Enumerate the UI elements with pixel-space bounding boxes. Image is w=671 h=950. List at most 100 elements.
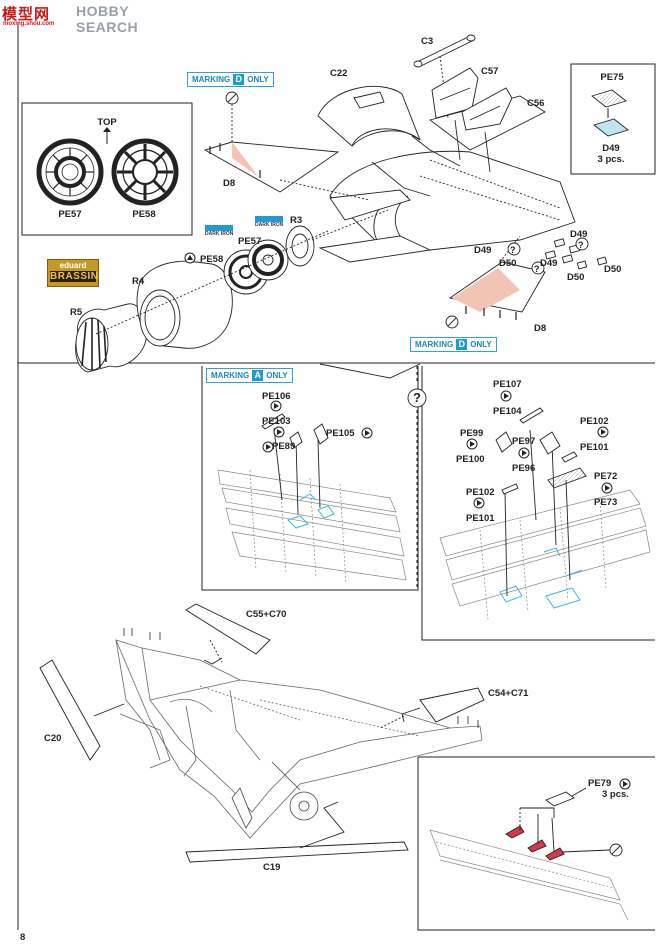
inset-top-frame: [21, 102, 193, 236]
marking-d-badge-bottom: MARKING D ONLY: [410, 337, 497, 352]
pe97-label: PE97: [512, 436, 536, 447]
r5-label: R5: [70, 307, 83, 318]
marking-badge-label: MARKING: [192, 75, 231, 84]
inset-pe75-frame: [570, 63, 656, 175]
d50-label: D50: [567, 272, 585, 283]
mid-left-pe-parts-art: [261, 413, 329, 449]
c57-label: C57: [481, 66, 499, 77]
c55-c70-part-art: [185, 603, 271, 665]
pe79-wing-art: [429, 829, 629, 921]
pe100-label: PE100: [456, 454, 485, 465]
mid-left-wingbay-art: [217, 427, 407, 585]
c22-part-art: [317, 86, 421, 147]
c54-c71-label: C54+C71: [488, 688, 529, 699]
d49-label: D49: [570, 229, 588, 240]
mid-right-wingbay-art: [439, 429, 651, 621]
marking-badge-letter: D: [456, 339, 468, 350]
paint-tag-dark-iron: DARK IRON: [205, 225, 234, 237]
marking-badge-label: MARKING: [415, 340, 454, 349]
marking-badge-suffix: ONLY: [266, 371, 288, 380]
brassin-brand: eduard: [59, 261, 87, 270]
marking-badge-suffix: ONLY: [470, 340, 492, 349]
marking-badge-label: MARKING: [211, 371, 250, 380]
c19-part-art: [185, 801, 409, 863]
pe58-label: PE58: [132, 209, 156, 220]
watermark-logo-sub: moxing.shou.com: [3, 21, 55, 27]
inset-mid-left-frame: [201, 366, 419, 591]
brassin-name: BRASSIN: [50, 271, 99, 282]
svg-text:?: ?: [510, 245, 516, 255]
aircraft-body-art: [115, 628, 483, 839]
d49-d50-parts-art: ? ? ?: [507, 237, 608, 275]
pe102-label: PE102: [466, 487, 495, 498]
pe72-label: PE72: [594, 471, 618, 482]
marking-d-badge-top: MARKING D ONLY: [187, 72, 274, 87]
pe75-label: PE75: [600, 72, 624, 83]
pe103-label: PE103: [262, 416, 291, 427]
marking-badge-letter: A: [252, 370, 264, 381]
c20-label: C20: [44, 733, 62, 744]
r3-label: R3: [290, 215, 303, 226]
d50-label: D50: [499, 258, 517, 269]
d8-lower-part-art: [445, 235, 546, 329]
c57-c56-part-art: [431, 67, 513, 173]
d8-upper-label: D8: [223, 178, 236, 189]
pe57-label: PE57: [58, 209, 82, 220]
svg-text:?: ?: [534, 264, 540, 274]
d8-upper-part-art: [203, 91, 371, 201]
marking-badge-letter: D: [233, 74, 245, 85]
pe104-label: PE104: [493, 406, 522, 417]
d49-label: D49: [474, 245, 492, 256]
c54-c71-part-art: [379, 687, 485, 729]
d50-label: D50: [604, 264, 622, 275]
pe107-label: PE107: [493, 379, 522, 390]
pe96-label: PE96: [512, 463, 536, 474]
pe106-label: PE106: [262, 391, 291, 402]
paint-tag-dark-iron: DARK IRON: [255, 216, 284, 228]
marking-badge-suffix: ONLY: [247, 75, 269, 84]
c55-c70-label: C55+C70: [246, 609, 287, 620]
d49-inset-label: D49: [602, 143, 620, 154]
c20-part-art: [39, 659, 125, 761]
page-number: 8: [20, 932, 26, 943]
top-label: TOP: [97, 117, 117, 128]
marking-a-badge: MARKING A ONLY: [206, 368, 293, 383]
watermark-logo: 模型网 moxing.shou.com HOBBY SEARCH: [2, 3, 138, 35]
watermark-search-text: HOBBY SEARCH: [76, 3, 139, 35]
pe75-part-art: [591, 89, 629, 137]
pe89-label: PE89: [272, 441, 296, 452]
d8-lower-label: D8: [534, 323, 547, 334]
rear-fuselage-art: [318, 95, 576, 263]
pe57-grille-art: [36, 138, 104, 206]
c3-label: C3: [421, 36, 434, 47]
pe102-label: PE102: [580, 416, 609, 427]
engine-nozzle-art: [75, 209, 389, 373]
d49-qty-label: 3 pcs.: [597, 154, 625, 165]
pe79-parts-art: [505, 787, 623, 861]
connector-lines: [319, 135, 461, 379]
pe79-qty-label: 3 pcs.: [602, 789, 629, 800]
eduard-brassin-logo: eduard BRASSIN: [47, 259, 99, 287]
pe101-label: PE101: [466, 513, 495, 524]
pe58-label: PE58: [200, 254, 224, 265]
paint-tag-text: DARK IRON: [205, 231, 234, 237]
c22-label: C22: [330, 68, 348, 79]
inset-mid-right-frame: [421, 366, 655, 641]
pe101-label: PE101: [580, 442, 609, 453]
watermark-logo-text: 模型网: [2, 6, 51, 23]
paint-tag-text: DARK IRON: [255, 222, 284, 228]
c56-label: C56: [527, 98, 545, 109]
d49-label: D49: [540, 258, 558, 269]
r4-label: R4: [132, 276, 145, 287]
pe58-grille-art: [111, 138, 179, 206]
pe105-label: PE105: [326, 428, 355, 439]
inset-pe79-frame: [417, 757, 655, 931]
pe57-label: PE57: [238, 236, 262, 247]
mid-right-pe-parts-art: [407, 388, 587, 495]
svg-text:?: ?: [578, 240, 584, 250]
pe99-label: PE99: [460, 428, 484, 439]
question-mark-label: ?: [413, 390, 421, 405]
pe73-label: PE73: [594, 497, 618, 508]
